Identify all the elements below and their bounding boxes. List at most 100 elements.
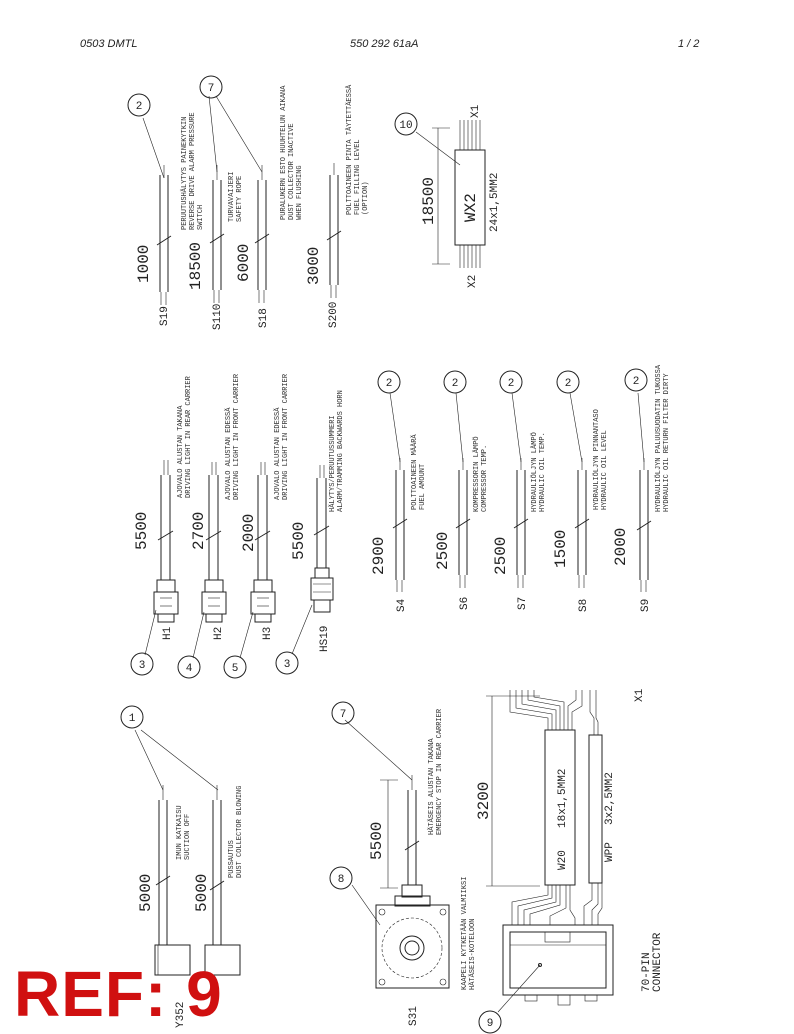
h2-length: 2700	[190, 512, 208, 550]
svg-text:HYDRAULIÖLJYN LÄMPÖ: HYDRAULIÖLJYN LÄMPÖ	[530, 432, 539, 512]
cable-s19: 2 1000 S19 PERUUTUSHÄLYTYS PAINEKYTKIN R…	[127, 93, 205, 326]
cable-s110: 7 18500 S110 TURVAVAIJERI SAFETY ROPE	[187, 75, 263, 330]
header-document-code: 0503 DMTL	[80, 38, 138, 50]
cable-s9: 2 2000 S9 HYDRAULIÖLJYN PALUUSUODATIN TU…	[612, 364, 671, 612]
svg-text:2: 2	[633, 376, 640, 388]
svg-text:HYDRAULIC OIL TEMP.: HYDRAULIC OIL TEMP.	[539, 432, 547, 512]
cable-h2: 2700 H2 AJOVALO ALUSTAN EDESSÄ DRIVING L…	[177, 373, 241, 679]
callout-hs19: 3	[275, 651, 299, 675]
callout-s110: 7	[199, 75, 223, 99]
svg-text:WHEN FLUSHING: WHEN FLUSHING	[296, 165, 304, 220]
hs19-length: 5500	[290, 522, 308, 560]
s6-length: 2500	[434, 532, 452, 570]
svg-text:HYDRAULIÖLJYN PALUUSUODATIN TU: HYDRAULIÖLJYN PALUUSUODATIN TUKOSSA	[654, 364, 663, 512]
s4-length: 2900	[370, 537, 388, 575]
svg-text:1: 1	[129, 713, 136, 725]
h1-length: 5500	[133, 512, 151, 550]
svg-text:EMERGENCY STOP IN REAR CARRIER: EMERGENCY STOP IN REAR CARRIER	[436, 708, 444, 835]
svg-text:SAFETY ROPE: SAFETY ROPE	[236, 176, 244, 222]
callout-h3: 5	[223, 655, 247, 679]
h3-label: H3	[262, 627, 274, 640]
cable-h3: 2000 H3 AJOVALO ALUSTAN EDESSÄ DRIVING L…	[223, 373, 290, 679]
svg-text:9: 9	[487, 1018, 494, 1030]
s6-label: S6	[459, 597, 471, 610]
svg-text:REVERSE DRIVE ALARM PRESSURE: REVERSE DRIVE ALARM PRESSURE	[189, 112, 197, 230]
connector-label-2: CONNECTOR	[652, 932, 664, 992]
svg-text:POLTTOAINEEN MÄÄRÄ: POLTTOAINEEN MÄÄRÄ	[410, 434, 419, 510]
callout-s7: 2	[499, 370, 523, 394]
callout-s31-a: 7	[331, 701, 355, 725]
svg-text:2: 2	[386, 378, 393, 390]
svg-text:IMUN KATKAISU: IMUN KATKAISU	[176, 805, 184, 860]
svg-text:HÄLYTYS/PERUUTUSSUMMERI: HÄLYTYS/PERUUTUSSUMMERI	[328, 415, 337, 512]
svg-text:DRIVING LIGHT IN FRONT CARRIER: DRIVING LIGHT IN FRONT CARRIER	[233, 373, 241, 500]
w20-end: X1	[634, 688, 646, 702]
reference-stamp: REF: 9	[14, 958, 223, 1030]
s18-label: S18	[258, 308, 270, 328]
connector-70-pin	[497, 924, 614, 1013]
svg-text:10: 10	[399, 120, 412, 132]
s4-label: S4	[396, 598, 408, 612]
w20-spec: 18x1,5MM2	[557, 769, 569, 828]
s19-length: 1000	[135, 245, 153, 283]
svg-text:3: 3	[284, 659, 291, 671]
svg-text:HYDRAULIÖLJYN PINNANTASO: HYDRAULIÖLJYN PINNANTASO	[592, 409, 601, 510]
h3-length: 2000	[240, 514, 258, 552]
cable-h1: 5500 H1 AJOVALO ALUSTAN TAKANA DRIVING L…	[130, 375, 193, 676]
cable-y2: 5000 PUSSAUTUS DUST COLLECTOR BLOWING	[193, 785, 244, 976]
s7-label: S7	[517, 597, 529, 610]
y2-length: 5000	[193, 874, 211, 912]
svg-text:2: 2	[452, 378, 459, 390]
svg-text:SUCTION OFF: SUCTION OFF	[184, 814, 192, 860]
header-drawing-number: 550 292 61aA	[350, 38, 419, 50]
s31-length: 5500	[368, 822, 386, 860]
svg-text:HYDRAULIC OIL RETURN FILTER DI: HYDRAULIC OIL RETURN FILTER DIRTY	[663, 373, 671, 512]
s8-label: S8	[578, 599, 590, 612]
svg-text:(OPTION): (OPTION)	[362, 181, 370, 215]
wx2-end1: X1	[470, 104, 482, 118]
cable-s200: 3000 S200 POLTTOAINEEN PINTA TÄYTETTÄESS…	[305, 84, 370, 328]
svg-text:ALARM/TRAMMING BACKWARDS HORN: ALARM/TRAMMING BACKWARDS HORN	[337, 390, 345, 512]
svg-text:3: 3	[139, 660, 146, 672]
cable-s4: 2 2900 S4 POLTTOAINEEN MÄÄRÄ FUEL AMOUNT	[370, 370, 427, 612]
svg-text:SWITCH: SWITCH	[197, 205, 205, 230]
header-page-number: 1 / 2	[678, 38, 700, 50]
wx2-end2: X2	[467, 275, 479, 288]
callout-s9: 2	[624, 368, 648, 392]
wx2-spec: 24x1,5MM2	[489, 173, 501, 232]
svg-text:COMPRESSOR TEMP.: COMPRESSOR TEMP.	[481, 445, 489, 512]
callout-connector: 9	[478, 1010, 502, 1034]
svg-text:7: 7	[208, 83, 215, 95]
s8-length: 1500	[552, 530, 570, 568]
svg-text:DRIVING LIGHT IN FRONT CARRIER: DRIVING LIGHT IN FRONT CARRIER	[282, 373, 290, 500]
svg-text:AJOVALO ALUSTAN EDESSÄ: AJOVALO ALUSTAN EDESSÄ	[273, 407, 282, 500]
cable-s31: 7 5500 HÄTÄSEIS ALUSTAN TAKANA EMERGENCY…	[329, 701, 477, 1026]
wx2-label: WX2	[462, 193, 480, 222]
cable-wx2: 10 18500 WX2 24x1,5MM2 X1 X2	[394, 104, 501, 288]
y352-label: Y352	[175, 1002, 187, 1028]
cable-s7: 2 2500 S7 HYDRAULIÖLJYN LÄMPÖ HYDRAULIC …	[492, 370, 547, 610]
svg-text:2: 2	[136, 101, 143, 113]
svg-text:HÄTÄSEIS ALUSTAN TAKANA: HÄTÄSEIS ALUSTAN TAKANA	[427, 738, 436, 835]
s7-length: 2500	[492, 537, 510, 575]
s9-length: 2000	[612, 528, 630, 566]
svg-text:PUSSAUTUS: PUSSAUTUS	[228, 840, 236, 878]
svg-text:KAAPELI KYTKETÄÄN VALMIIKSI: KAAPELI KYTKETÄÄN VALMIIKSI	[460, 877, 469, 990]
svg-text:TURVAVAIJERI: TURVAVAIJERI	[228, 172, 236, 222]
wpp-label: WPP	[604, 842, 616, 862]
wx2-length: 18500	[420, 177, 438, 225]
svg-text:DRIVING LIGHT IN REAR CARRIER: DRIVING LIGHT IN REAR CARRIER	[185, 375, 193, 498]
svg-text:HÄTÄSEIS-KOTELOON: HÄTÄSEIS-KOTELOON	[468, 919, 477, 990]
svg-text:AJOVALO ALUSTAN TAKANA: AJOVALO ALUSTAN TAKANA	[177, 405, 185, 498]
svg-text:KOMPRESSORIN LÄMPÖ: KOMPRESSORIN LÄMPÖ	[472, 436, 481, 512]
harness-w20-wpp: 3200 W20 18x1,5MM2 WPP 3x2,5MM2 X1 9 70-…	[475, 688, 664, 1034]
s110-length: 18500	[187, 242, 205, 290]
svg-text:AJOVALO ALUSTAN EDESSÄ: AJOVALO ALUSTAN EDESSÄ	[224, 407, 233, 500]
cable-s8: 2 1500 S8 HYDRAULIÖLJYN PINNANTASO HYDRA…	[552, 370, 609, 612]
h2-label: H2	[213, 627, 225, 640]
s9-label: S9	[640, 599, 652, 612]
svg-text:POLTTOAINEEN PINTA TÄYTETTÄESS: POLTTOAINEEN PINTA TÄYTETTÄESSÄ	[345, 84, 354, 215]
s18-length: 6000	[235, 244, 253, 282]
svg-text:DUST COLLECTOR INACTIVE: DUST COLLECTOR INACTIVE	[288, 123, 296, 220]
